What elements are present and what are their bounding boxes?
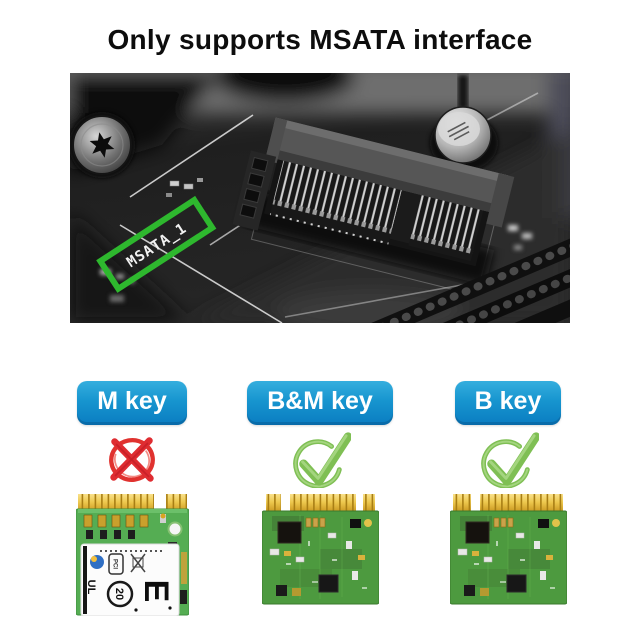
gold-fingers: [77, 493, 154, 511]
gold-fingers: [289, 493, 356, 511]
x-icon: [104, 429, 160, 489]
msata-connector: [232, 117, 515, 286]
gold-fingers: [165, 493, 187, 511]
check-icon: [477, 429, 539, 489]
column-b-key: B key: [420, 381, 596, 616]
label-ul-mark: UL: [85, 579, 97, 594]
torx-screw: [70, 112, 135, 178]
check-icon-art: [289, 430, 351, 488]
gold-fingers: [452, 493, 471, 511]
ssd-b-key-art: [449, 493, 567, 604]
ssd-m-key-art: PCI UL 20 E: [75, 493, 189, 616]
mount-hole: [167, 521, 182, 536]
connector-side-block: [232, 150, 277, 231]
key-badge-bm: B&M key: [247, 381, 393, 425]
gold-fingers: [479, 493, 563, 511]
page-title: Only supports MSATA interface: [107, 24, 533, 55]
label-recycle-mark: [106, 580, 133, 607]
column-bm-key: B&M key: [232, 381, 408, 616]
gold-fingers: [362, 493, 375, 511]
x-icon-art: [109, 436, 155, 482]
check-icon-art: [477, 430, 539, 488]
label-e-mark: E: [137, 579, 175, 602]
pin-header-strips: [359, 218, 570, 323]
motherboard-photo-art: MSATA_1: [70, 73, 570, 323]
highlight-box: [96, 195, 217, 293]
ssd-label: PCI UL 20 E: [80, 543, 179, 616]
label-pci-mark: PCI: [111, 558, 117, 568]
gold-fingers: [265, 493, 281, 511]
compatibility-columns: M key: [0, 381, 640, 616]
column-m-key: M key: [44, 381, 220, 616]
ssd-card-m-key: PCI UL 20 E: [75, 493, 189, 616]
label-recycle-number: 20: [113, 587, 125, 599]
capacitor: [430, 75, 498, 171]
check-icon: [289, 429, 351, 489]
ssd-bm-key-art: [261, 493, 379, 604]
key-badge-b: B key: [454, 381, 562, 425]
motherboard-photo: MSATA_1: [70, 73, 570, 323]
ssd-card-b-key: [449, 493, 567, 606]
ssd-card-bm-key: [261, 493, 379, 606]
label-crossed-symbol: [129, 553, 146, 572]
key-badge-m: M key: [77, 381, 187, 425]
